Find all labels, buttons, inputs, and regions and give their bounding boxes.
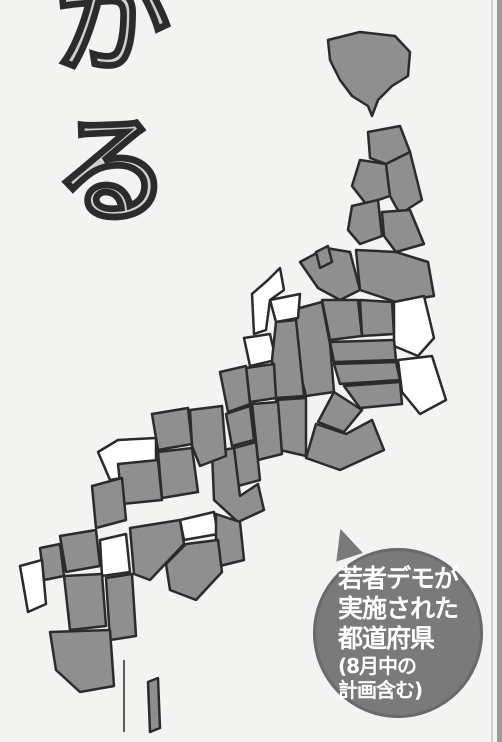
page-edge-rule xyxy=(491,0,502,742)
prefecture-okayama xyxy=(156,446,200,500)
prefecture-kagoshima xyxy=(48,628,116,694)
prefecture-ishikawa xyxy=(250,266,286,336)
prefecture-osaka xyxy=(224,404,256,448)
prefecture-fukuoka xyxy=(58,528,102,574)
prefecture-tokyo xyxy=(332,360,402,386)
badge-line-2: 実施された xyxy=(337,594,459,623)
prefecture-tokushima xyxy=(214,512,246,568)
prefecture-chiba xyxy=(396,354,448,416)
prefecture-iwate xyxy=(384,150,424,216)
badge-line-5: 計画含む) xyxy=(337,678,423,702)
prefecture-tottori xyxy=(150,406,194,452)
prefecture-fukushima xyxy=(354,248,436,304)
prefecture-oita xyxy=(98,532,132,578)
prefecture-yamagata xyxy=(346,198,384,246)
prefecture-toyama xyxy=(268,292,302,324)
prefecture-akita xyxy=(350,158,392,206)
prefecture-ibaraki xyxy=(392,294,436,358)
prefecture-kanagawa xyxy=(342,380,404,410)
headline-char-ru: る xyxy=(51,102,172,240)
prefecture-hokkaido xyxy=(326,30,412,118)
prefecture-okinawa xyxy=(146,676,162,734)
prefecture-hyogo xyxy=(188,404,228,468)
prefecture-shizuoka xyxy=(304,418,386,472)
prefecture-tochigi xyxy=(358,298,396,338)
badge-line-1: 若者デモが xyxy=(337,564,459,593)
prefecture-miyazaki xyxy=(104,572,138,642)
prefecture-shiga xyxy=(244,362,278,404)
prefecture-yamanashi xyxy=(316,390,364,434)
prefecture-wakayama xyxy=(210,446,266,524)
prefecture-kyoto xyxy=(218,364,252,414)
legend-badge: 若者デモが 実施された 都道府県 (8月中の 計画含む) xyxy=(313,548,483,718)
prefecture-kochi xyxy=(164,538,224,602)
prefecture-saitama xyxy=(328,338,398,364)
headline-char-ka: か xyxy=(51,0,172,90)
prefecture-kagawa xyxy=(178,510,220,542)
prefecture-gifu xyxy=(270,318,306,400)
prefecture-kumamoto xyxy=(62,572,108,632)
prefecture-miyagi xyxy=(380,208,426,254)
badge-line-4: (8月中の xyxy=(337,654,417,678)
badge-line-3: 都道府県 xyxy=(337,624,435,653)
prefecture-nagasaki xyxy=(18,558,48,614)
headline-vertical: か る xyxy=(51,0,172,240)
prefecture-sado xyxy=(314,244,334,270)
prefecture-yamaguchi xyxy=(90,476,128,530)
